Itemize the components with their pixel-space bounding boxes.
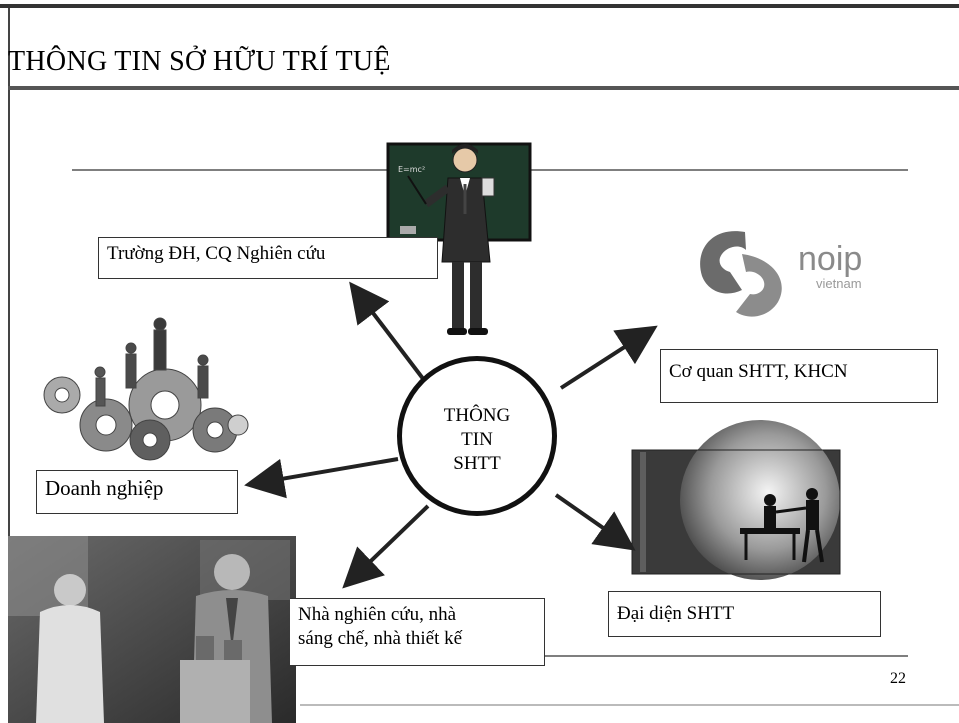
enterprise-label: Doanh nghiệp xyxy=(45,476,164,500)
svg-text:E=mc²: E=mc² xyxy=(398,165,425,174)
gears-business-illustration xyxy=(43,317,249,461)
researcher-box: Nhà nghiên cứu, nhà sáng chế, nhà thiết … xyxy=(290,598,545,666)
university-label: Trường ĐH, CQ Nghiên cứu xyxy=(107,243,326,264)
researcher-label-line-1: Nhà nghiên cứu, nhà xyxy=(298,604,457,625)
globe-handshake-illustration xyxy=(631,420,841,580)
arrow-to-university xyxy=(349,281,426,382)
left-border-line xyxy=(8,8,10,723)
university-box: Trường ĐH, CQ Nghiên cứu xyxy=(98,237,438,279)
slide-title: THÔNG TIN SỞ HỮU TRÍ TUỆ xyxy=(8,46,391,77)
hub-line-2: TIN xyxy=(461,429,493,451)
hub-circle: THÔNG TIN SHTT xyxy=(397,356,557,516)
hub-line-1: THÔNG xyxy=(443,405,511,427)
arrow-to-researcher xyxy=(342,504,430,589)
page-number: 22 xyxy=(890,670,906,687)
enterprise-box: Doanh nghiệp xyxy=(36,470,238,514)
top-border-line xyxy=(0,4,959,8)
ip-representative-label: Đại diện SHTT xyxy=(617,603,735,624)
noip-logo-mark xyxy=(700,231,782,317)
ip-representative-box: Đại diện SHTT xyxy=(608,591,881,637)
ip-office-label: Cơ quan SHTT, KHCN xyxy=(669,361,848,382)
hub-line-3: SHTT xyxy=(453,452,501,474)
arrow-to-ip-representative xyxy=(554,493,636,551)
noip-logo-subtext: vietnam xyxy=(816,276,862,291)
title-underline xyxy=(8,86,959,90)
teacher-illustration: E=mc² xyxy=(386,142,532,335)
arrow-to-enterprise xyxy=(244,457,399,499)
tv-show-photo xyxy=(8,536,296,723)
ip-office-box: Cơ quan SHTT, KHCN xyxy=(660,349,938,403)
noip-logo-text: noip xyxy=(798,240,862,278)
arrow-to-ip-office xyxy=(559,325,658,390)
researcher-label-line-2: sáng chế, nhà thiết kế xyxy=(298,627,463,649)
